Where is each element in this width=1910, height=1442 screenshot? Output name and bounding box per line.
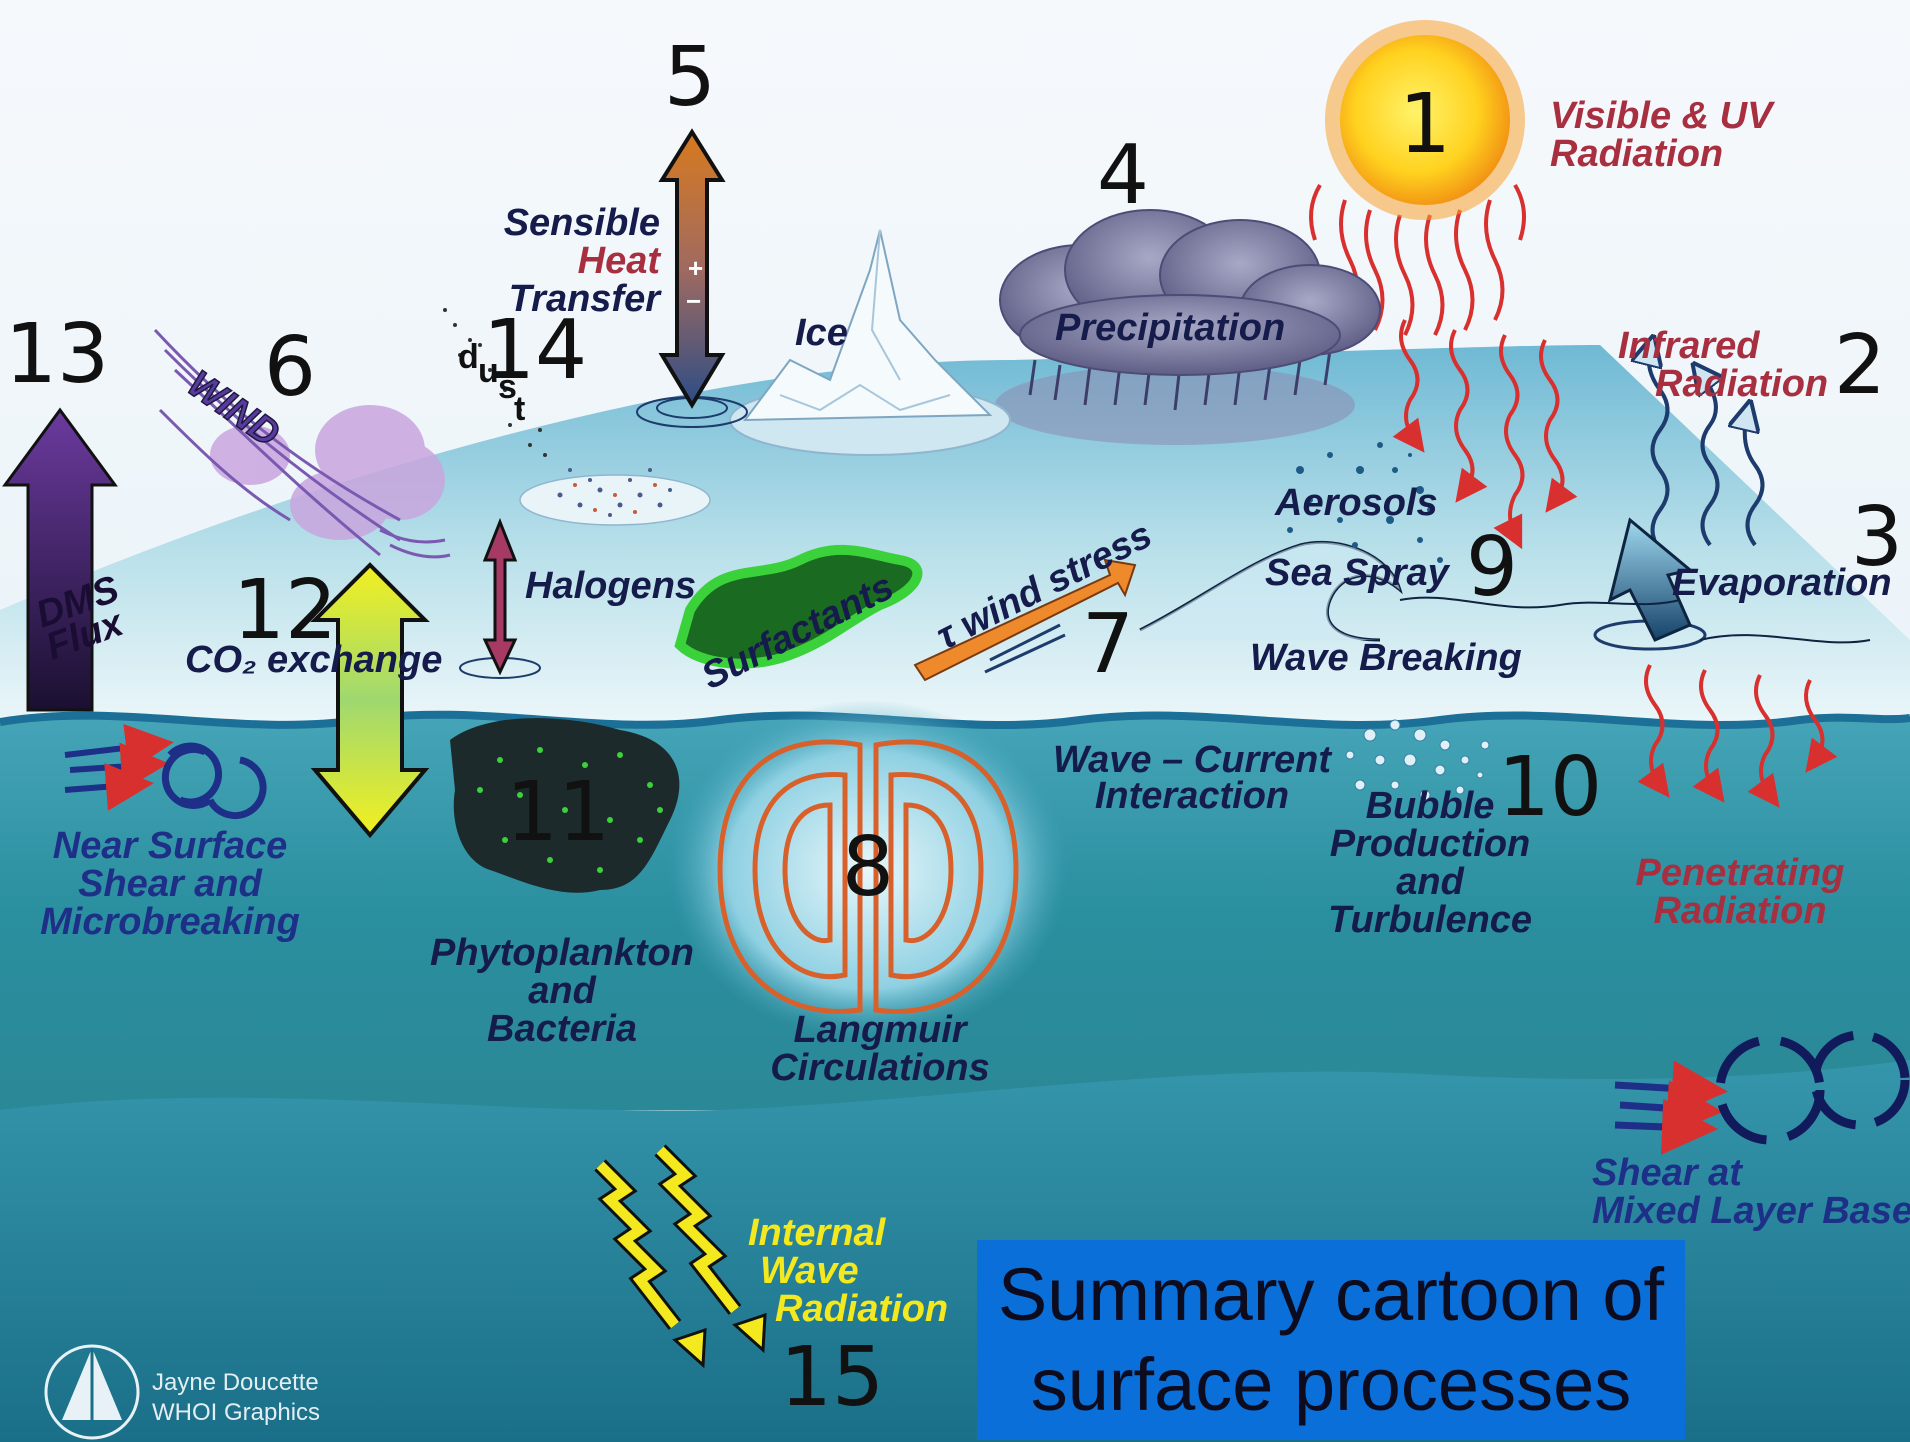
summary-line1: Summary cartoon of (998, 1250, 1664, 1340)
penetrating-label-line1: Penetrating (1635, 852, 1844, 894)
halogens-label: Halogens (525, 565, 696, 607)
summary-caption-box: Summary cartoon of surface processes (977, 1240, 1685, 1440)
sea-spray-label: Sea Spray (1265, 552, 1451, 594)
langmuir-label-line1: Langmuir (793, 1009, 968, 1051)
credit-line1: Jayne Doucette (152, 1369, 319, 1396)
number-10: 10 (1498, 740, 1602, 835)
number-13: 13 (5, 307, 109, 402)
near-surface-label-line2: Shear and (78, 863, 263, 905)
svg-text:t: t (514, 390, 525, 428)
internal-wave-label-line2: Wave (760, 1250, 859, 1292)
number-1: 1 (1399, 77, 1451, 172)
visible-uv-label-line1: Visible & UV (1550, 95, 1775, 137)
wave-breaking-label: Wave Breaking (1250, 637, 1522, 679)
bubble-label-line4: Turbulence (1328, 899, 1532, 941)
co2-exchange-label: CO₂ exchange (185, 639, 442, 681)
internal-wave-label-line1: Internal (748, 1212, 887, 1254)
ice-label: Ice (795, 312, 848, 354)
sensible-heat-label-line2: Heat (578, 240, 662, 282)
near-surface-label-line3: Microbreaking (40, 901, 300, 943)
summary-line2: surface processes (1031, 1340, 1632, 1430)
near-surface-label-line1: Near Surface (53, 825, 287, 867)
number-11: 11 (506, 765, 610, 860)
credit-line2: WHOI Graphics (152, 1399, 320, 1426)
precipitation-label: Precipitation (1055, 307, 1285, 349)
bubble-label-line1: Bubble (1366, 785, 1495, 827)
infrared-label-line1: Infrared (1618, 325, 1760, 367)
langmuir-label-line2: Circulations (770, 1047, 990, 1089)
internal-wave-label-line3: Radiation (775, 1288, 948, 1330)
phytoplankton-label-line1: Phytoplankton (430, 932, 694, 974)
heat-minus-sign: − (686, 286, 701, 316)
phytoplankton-label-line3: Bacteria (487, 1008, 637, 1050)
number-2: 2 (1834, 318, 1886, 413)
phytoplankton-label-line2: and (528, 970, 596, 1012)
number-7: 7 (1082, 597, 1134, 692)
number-9: 9 (1466, 520, 1518, 615)
sensible-heat-label-line1: Sensible (504, 202, 660, 244)
sensible-heat-label-line3: Transfer (509, 278, 663, 320)
number-8: 8 (842, 820, 894, 915)
wave-current-label-line2: Interaction (1095, 775, 1289, 817)
visible-uv-label-line2: Radiation (1550, 133, 1723, 175)
shear-mixed-label-line2: Mixed Layer Base (1592, 1190, 1910, 1232)
bubble-label-line3: and (1396, 861, 1464, 903)
number-15: 15 (780, 1330, 884, 1425)
number-6: 6 (264, 320, 316, 415)
svg-text:u: u (478, 352, 499, 390)
aerosols-label: Aerosols (1274, 482, 1438, 524)
shear-mixed-label-line1: Shear at (1592, 1152, 1743, 1194)
svg-text:d: d (458, 338, 479, 376)
heat-plus-sign: + (688, 253, 703, 283)
bubble-label-line2: Production (1330, 823, 1531, 865)
penetrating-label-line2: Radiation (1653, 890, 1826, 932)
number-4: 4 (1097, 128, 1149, 223)
number-5: 5 (664, 30, 716, 125)
infrared-label-line2: Radiation (1655, 363, 1828, 405)
evaporation-label: Evaporation (1672, 562, 1892, 604)
